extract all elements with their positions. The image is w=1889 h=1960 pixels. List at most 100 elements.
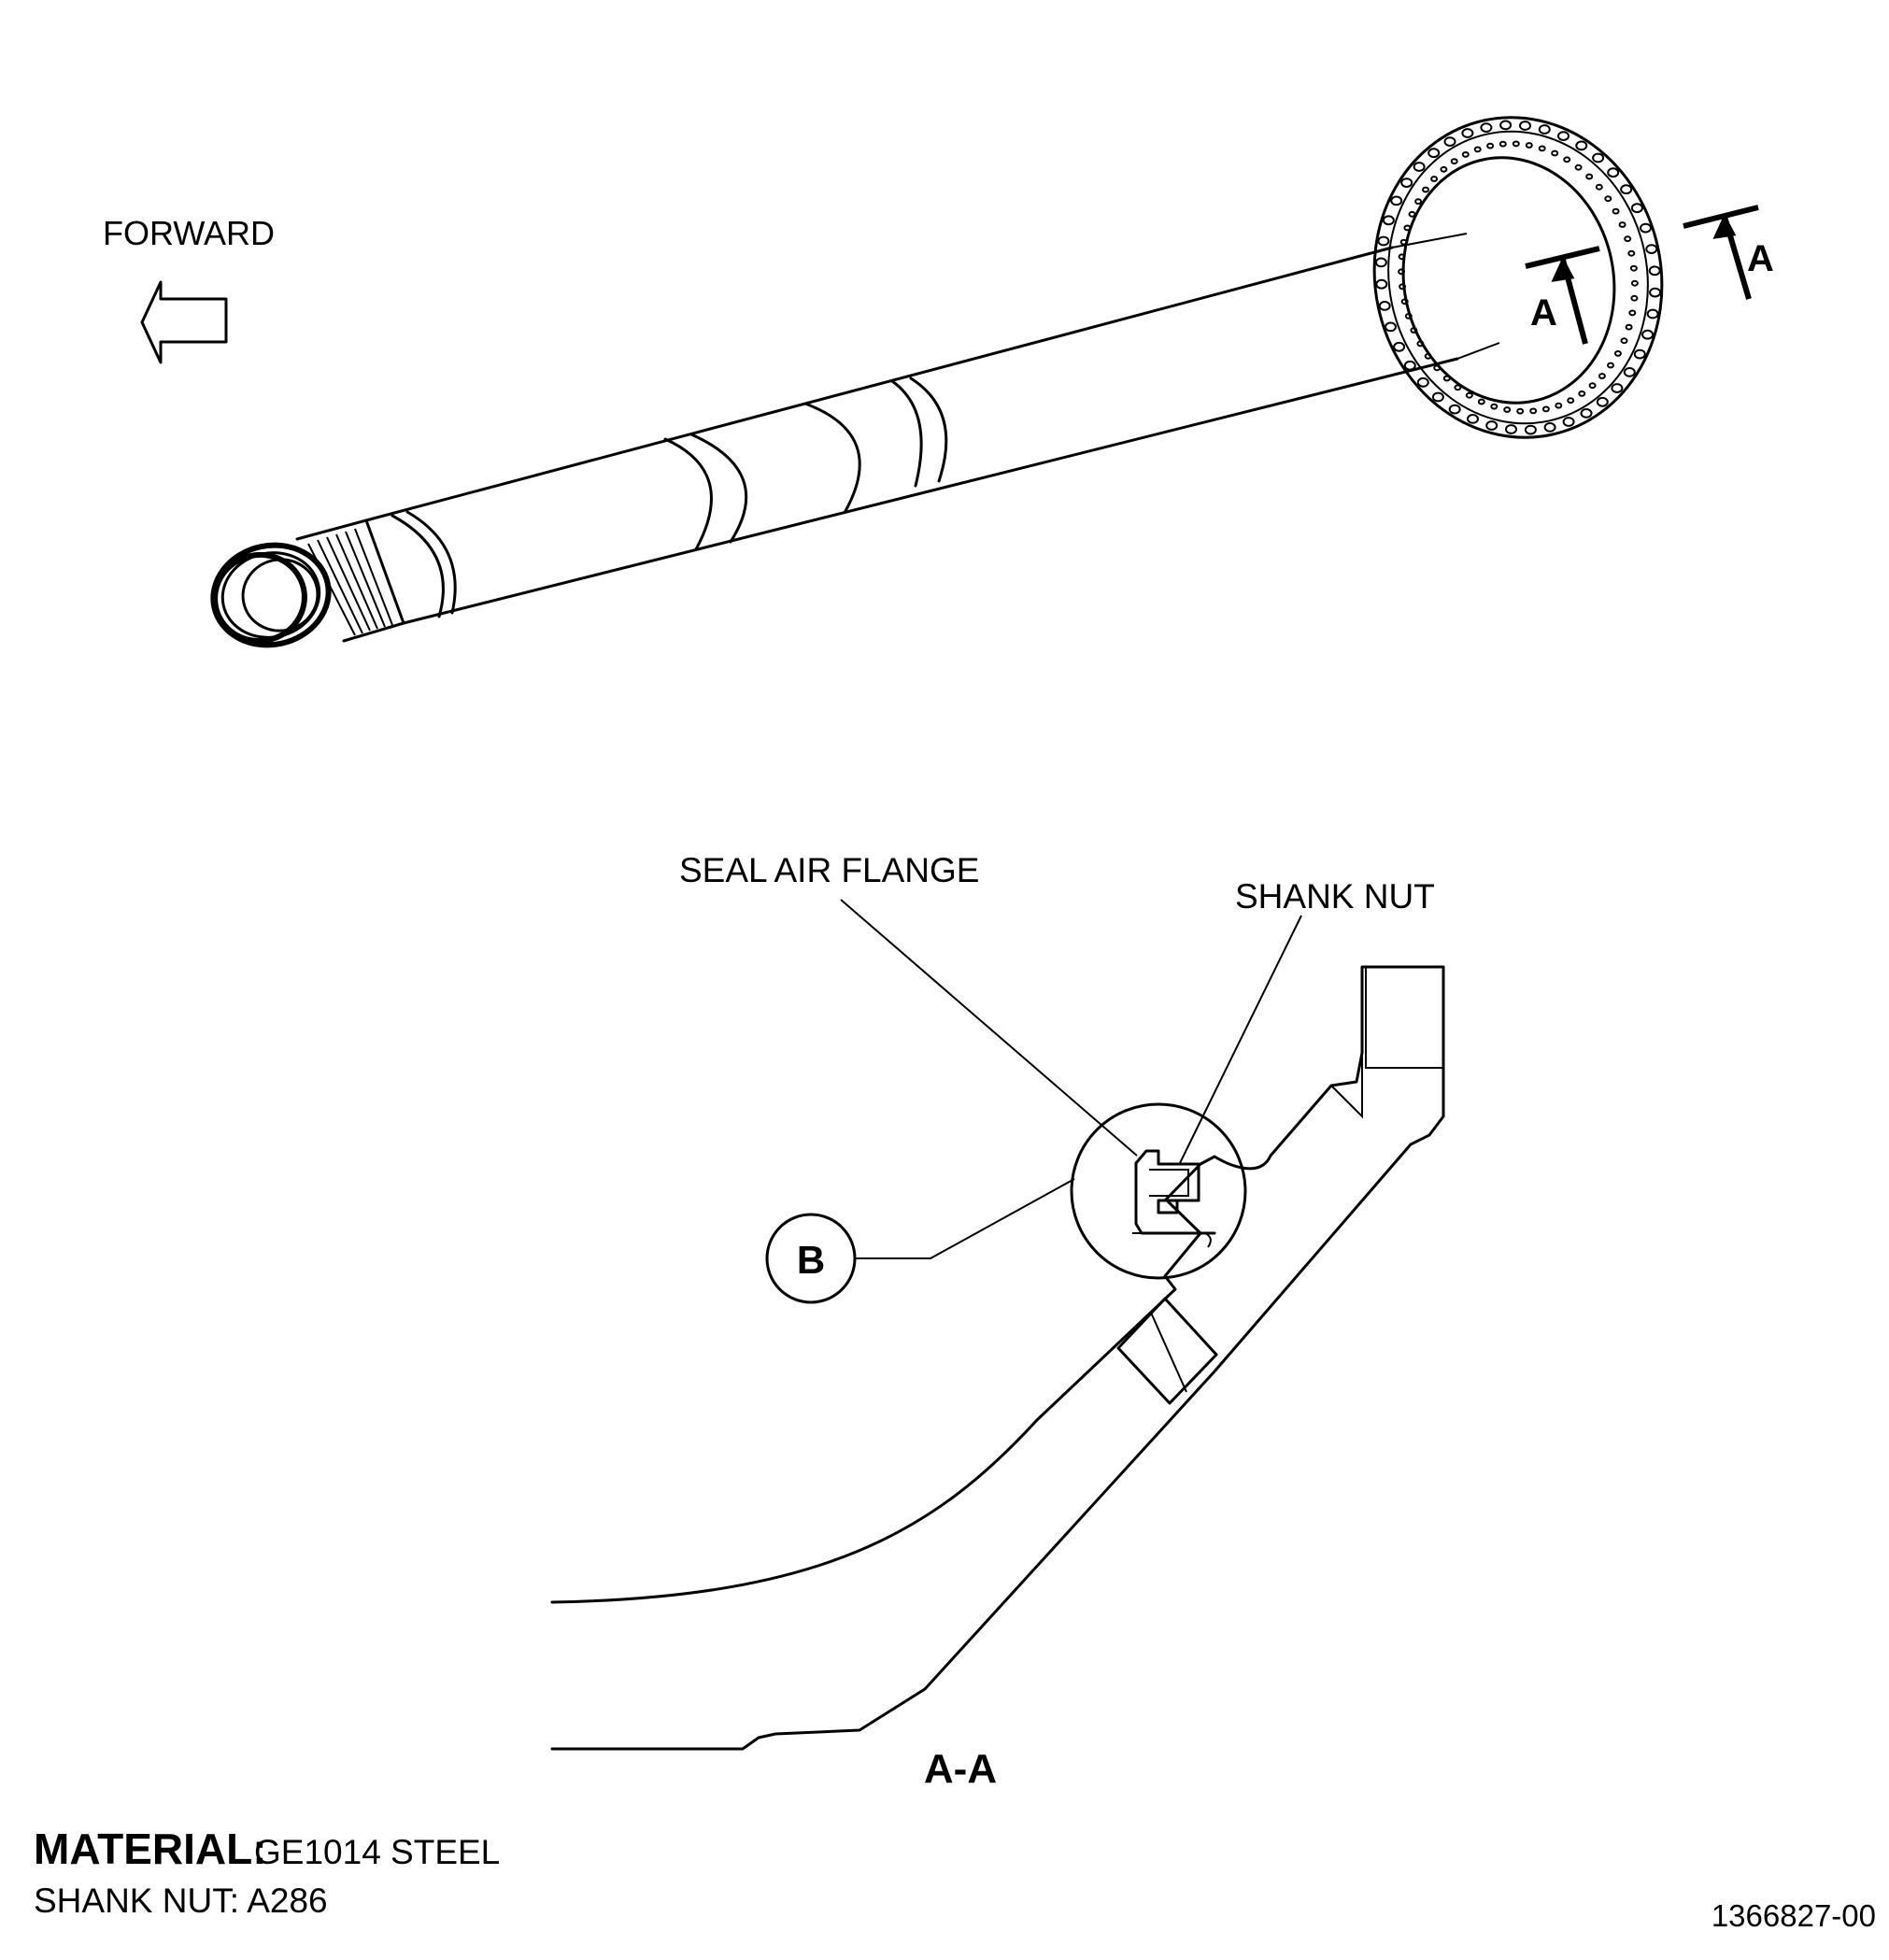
bolt-hole	[1503, 406, 1512, 413]
bolt-hole	[1486, 142, 1495, 149]
bolt-hole	[1648, 265, 1661, 277]
bolt-hole	[1519, 121, 1531, 131]
bolt-hole	[1598, 373, 1606, 379]
bolt-hole	[1630, 279, 1639, 287]
bolt-hole	[1498, 140, 1507, 148]
bolt-hole	[1541, 405, 1550, 413]
section-marker-outer: A	[1683, 205, 1774, 300]
bolt-hole	[1629, 264, 1638, 272]
seal-air-flange-leader	[840, 899, 1138, 1157]
bolt-hole	[1620, 184, 1633, 195]
bolt-hole	[1465, 391, 1473, 399]
bolt-hole	[1385, 321, 1397, 333]
bolt-hole	[1595, 183, 1603, 191]
bolt-hole	[1607, 167, 1620, 178]
bolt-hole	[1505, 424, 1517, 434]
bolt-hole	[1612, 207, 1620, 215]
bolt-hole	[1431, 391, 1444, 403]
bolt-hole	[1611, 383, 1624, 393]
bolt-hole	[1630, 203, 1643, 214]
bolt-hole	[1485, 420, 1498, 431]
shaft-ring	[405, 510, 457, 615]
bolt-hole	[1512, 140, 1520, 148]
bolt-hole	[1604, 195, 1612, 203]
shank-nut-material: SHANK NUT: A286	[34, 1882, 328, 1920]
bolt-hole	[1422, 186, 1429, 193]
bolt-hole	[1473, 146, 1482, 153]
bolt-hole	[1399, 238, 1408, 246]
shank-nut-leader	[1178, 915, 1302, 1166]
bolt-hole	[1538, 124, 1551, 135]
bolt-hole	[1649, 287, 1662, 298]
bolt-hole	[1378, 301, 1391, 311]
bolt-hole	[1588, 382, 1597, 390]
shaft-ring	[391, 514, 445, 618]
shaft-ring	[909, 376, 948, 483]
shaft-view	[210, 116, 1664, 648]
detail-b-leader	[854, 1178, 1075, 1259]
bolt-hole	[1646, 308, 1659, 320]
bolt-hole	[1596, 396, 1609, 407]
bolt-hole	[1575, 140, 1588, 151]
bolt-hole	[1404, 313, 1413, 320]
bolt-hole	[1625, 323, 1633, 331]
section-band	[1365, 967, 1443, 1069]
shaft-inner-bottom	[1456, 342, 1500, 360]
shaft-ring	[663, 437, 713, 551]
bolt-hole	[1524, 424, 1537, 435]
bolt-hole	[1398, 253, 1406, 261]
bolt-hole	[1416, 340, 1425, 348]
bolt-hole	[1538, 145, 1546, 152]
bolt-hole	[1448, 404, 1461, 415]
bolt-hole	[1628, 309, 1637, 317]
bolt-hole	[1580, 408, 1593, 419]
shaft-bottom-edge	[402, 357, 1459, 625]
bolt-hole	[1400, 298, 1409, 305]
bolt-hole	[1562, 417, 1575, 427]
bolt-hole	[1450, 158, 1458, 165]
bolt-hole	[1413, 162, 1426, 172]
bolt-hole	[1563, 156, 1571, 163]
bolt-hole	[1430, 176, 1439, 182]
bolt-hole	[1477, 398, 1485, 405]
shank-nut-label: SHANK NUT	[1235, 877, 1435, 916]
bolt-hole	[1424, 352, 1432, 360]
bolt-hole	[1613, 350, 1622, 357]
shaft-ring	[689, 433, 748, 544]
section-marker-label: A	[1530, 292, 1557, 334]
bolt-hole	[1403, 360, 1416, 371]
flange-bolt-holes	[1374, 120, 1662, 435]
bolt-hole	[1399, 283, 1407, 291]
bolt-hole	[1467, 414, 1479, 424]
bolt-hole	[1529, 407, 1538, 415]
bolt-hole	[1382, 215, 1395, 226]
detail-b-callout-circle	[765, 1213, 857, 1304]
material-label: MATERIAL:	[34, 1825, 267, 1873]
spline-end	[210, 518, 405, 648]
bolt-hole	[1410, 327, 1418, 334]
bolt-hole	[1390, 195, 1403, 206]
bolt-hole	[1490, 403, 1498, 410]
bolt-hole	[1393, 341, 1406, 352]
bolt-hole	[1480, 122, 1493, 134]
bolt-hole	[1567, 397, 1575, 405]
section-marker-inner: A	[1525, 246, 1600, 345]
detail-b-callout-label: B	[797, 1238, 825, 1282]
bolt-hole	[1377, 235, 1390, 247]
bolt-hole	[1627, 249, 1636, 257]
bolt-hole	[1433, 364, 1442, 372]
section-profile-outer	[550, 965, 1445, 1751]
bolt-hole	[1620, 337, 1628, 345]
bolt-hole	[1461, 128, 1474, 138]
bolt-hole	[1442, 375, 1451, 382]
bolt-hole	[1440, 165, 1448, 173]
bolt-hole	[1525, 142, 1533, 149]
figure-number: 1366827-00	[1711, 1898, 1876, 1933]
bolt-hole	[1403, 224, 1412, 232]
bolt-hole	[1443, 136, 1456, 148]
bolt-hole	[1375, 278, 1388, 290]
section-profile-inner	[1330, 1053, 1363, 1119]
bolt-hole	[1585, 173, 1594, 180]
shaft-top-edge	[364, 246, 1394, 522]
bolt-hole	[1578, 391, 1586, 397]
